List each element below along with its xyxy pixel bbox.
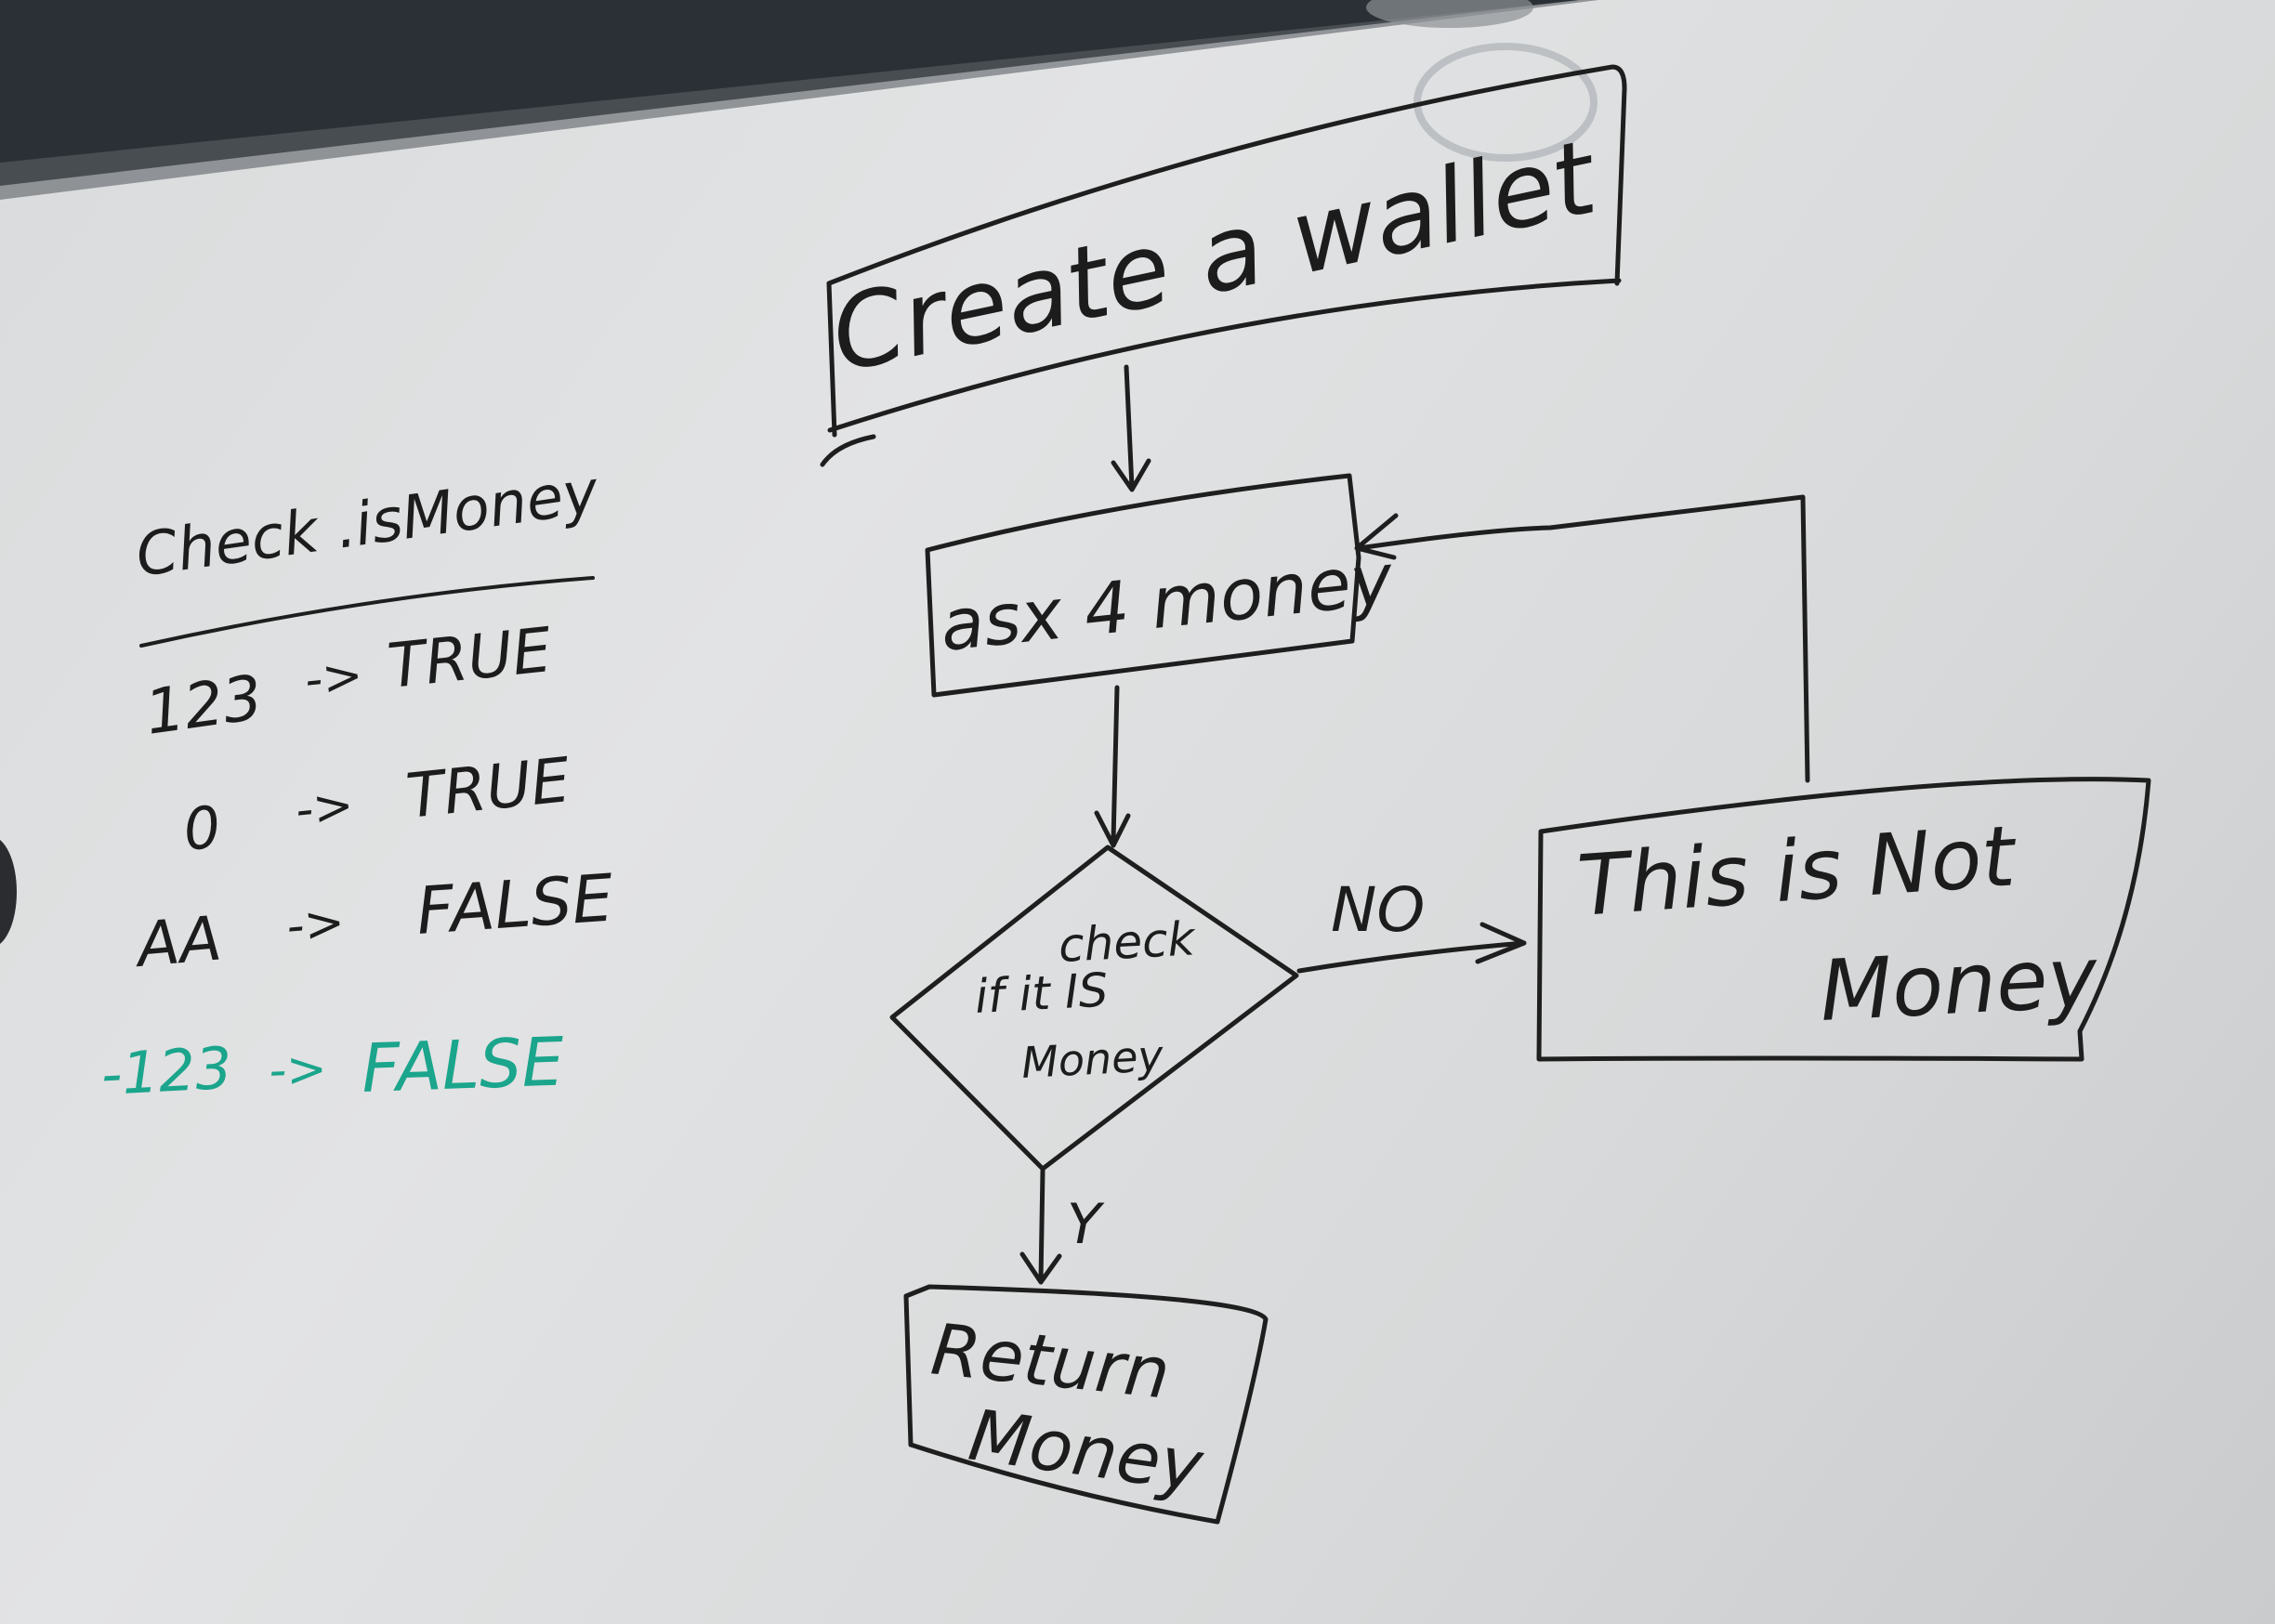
not-money-line-2: Money bbox=[1818, 928, 2101, 1041]
row-arrow: -> bbox=[284, 895, 347, 955]
return-box bbox=[903, 1284, 1269, 1525]
start-label: Create a wallet bbox=[822, 117, 1609, 396]
no-label: NO bbox=[1331, 874, 1425, 946]
not-money-line-1: This is Not bbox=[1574, 807, 2021, 936]
left-edge-object bbox=[0, 839, 17, 945]
decision-line-3: Money bbox=[1020, 1030, 1165, 1088]
yes-label: Y bbox=[1067, 1192, 1105, 1257]
arrow-start-to-ask bbox=[1111, 364, 1151, 492]
arrow-no bbox=[1296, 922, 1527, 974]
return-line-2: Money bbox=[964, 1394, 1208, 1508]
row-result: FALSE bbox=[361, 1022, 566, 1107]
row-input: 123 bbox=[141, 661, 267, 749]
row-result: FALSE bbox=[414, 859, 616, 950]
ask-box bbox=[925, 473, 1361, 698]
side-table-underline bbox=[139, 576, 595, 648]
side-table-row-highlight: -123 -> FALSE bbox=[99, 1022, 566, 1108]
arrow-loop-back bbox=[1354, 494, 1810, 783]
row-arrow: -> bbox=[293, 778, 356, 839]
ask-label: asx 4 money bbox=[937, 537, 1398, 667]
arrow-yes bbox=[1019, 1168, 1062, 1285]
row-input: 0 bbox=[180, 792, 224, 864]
board-frame-edge bbox=[0, 0, 1598, 200]
row-result: TRUE bbox=[403, 744, 574, 832]
side-table-row: 123 -> TRUE bbox=[141, 614, 556, 749]
start-box-flourish bbox=[820, 434, 876, 467]
row-arrow: -> bbox=[268, 1041, 327, 1099]
board-mount bbox=[1366, 0, 1533, 28]
decision-line-2: if it IS bbox=[974, 963, 1110, 1024]
decision-line-1: check bbox=[1058, 911, 1198, 973]
side-table-row: AA -> FALSE bbox=[131, 859, 616, 981]
not-money-box bbox=[1536, 777, 2151, 1062]
side-table-row: 0 -> TRUE bbox=[180, 744, 573, 864]
row-result: TRUE bbox=[385, 614, 556, 702]
side-table-title: Check .isMoney bbox=[132, 458, 603, 591]
start-box bbox=[826, 64, 1627, 438]
return-line-1: Return bbox=[927, 1307, 1174, 1414]
row-input: AA bbox=[131, 902, 225, 981]
board-mount-shadow bbox=[1414, 43, 1598, 162]
row-input: -123 bbox=[99, 1034, 233, 1108]
arrow-ask-to-decision bbox=[1094, 685, 1131, 848]
row-arrow: -> bbox=[302, 648, 365, 709]
